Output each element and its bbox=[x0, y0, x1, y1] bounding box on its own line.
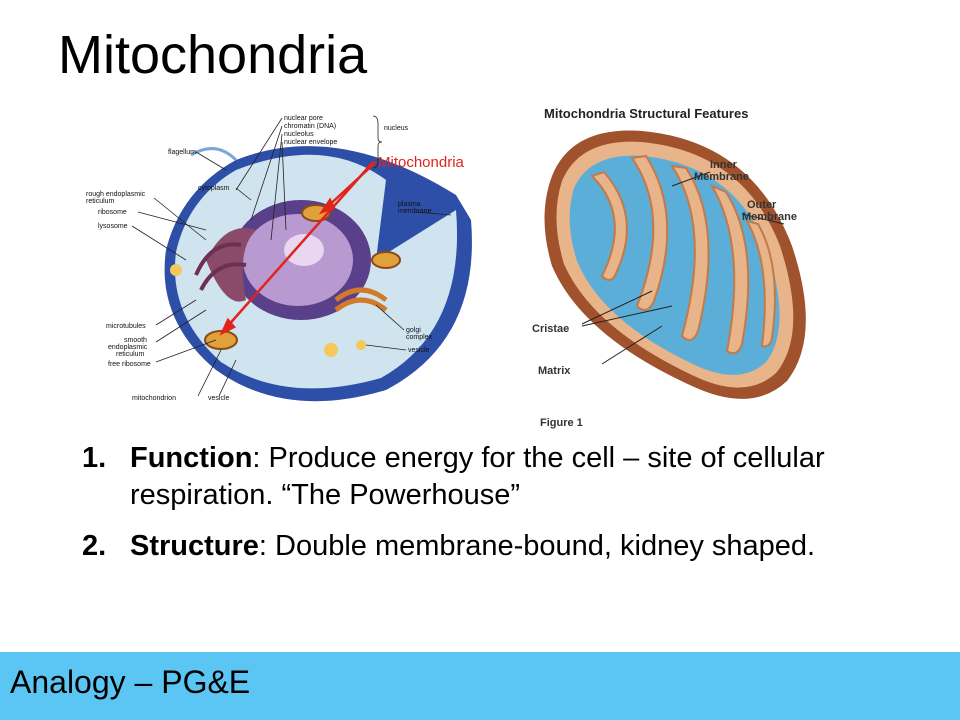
term-function: Function bbox=[130, 442, 253, 474]
label-ribosome: ribosome bbox=[98, 209, 127, 216]
label-outer-membrane: Membrane bbox=[742, 211, 797, 223]
animal-cell-figure: nuclear pore chromatin (DNA) nucleolus n… bbox=[86, 100, 516, 412]
function-text: : Produce energy for the cell – site of … bbox=[130, 442, 825, 511]
label-inner-membrane: Membrane bbox=[694, 171, 749, 183]
label-free-ribosome: free ribosome bbox=[108, 361, 151, 368]
analogy-text: Analogy – PG&E bbox=[10, 664, 251, 700]
label-lysosome: lysosome bbox=[98, 223, 128, 230]
label-rough-er-2: reticulum bbox=[86, 198, 115, 205]
slide-title: Mitochondria bbox=[58, 25, 368, 85]
label-inner: Inner bbox=[710, 159, 738, 171]
label-nuclear-envelope: nuclear envelope bbox=[284, 139, 337, 146]
mitochondria-callout-label: Mitochondria bbox=[378, 154, 464, 171]
label-mitochondrion: mitochondrion bbox=[132, 395, 176, 402]
label-golgi: golgi bbox=[406, 327, 421, 334]
animal-cell-illustration: nuclear pore chromatin (DNA) nucleolus n… bbox=[86, 115, 472, 402]
label-nucleolus: nucleolus bbox=[284, 131, 314, 138]
label-flagellum: flagellum bbox=[168, 149, 196, 156]
mitochondrion-illustration: Mitochondria Structural Features Inner M… bbox=[532, 106, 806, 429]
list-number: 2. bbox=[82, 530, 107, 562]
label-vesicle-bottom: vesicle bbox=[208, 395, 230, 402]
term-structure: Structure bbox=[130, 530, 259, 562]
label-vesicle-right: vesicle bbox=[408, 347, 430, 354]
label-rough-er: rough endoplasmic bbox=[86, 191, 146, 198]
label-cytoplasm: cytoplasm bbox=[198, 185, 230, 192]
label-microtubules: microtubules bbox=[106, 323, 146, 330]
list-item-structure: 2. Structure: Double membrane-bound, kid… bbox=[82, 528, 882, 565]
label-smooth: smooth bbox=[124, 337, 147, 344]
key-points-list: 1. Function: Produce energy for the cell… bbox=[82, 440, 882, 579]
label-nucleus: nucleus bbox=[384, 125, 409, 132]
label-plasma: plasma bbox=[398, 201, 421, 208]
label-nuclear-pore: nuclear pore bbox=[284, 115, 323, 122]
label-membrane: membrane bbox=[398, 208, 432, 215]
figure-caption: Figure 1 bbox=[540, 417, 583, 429]
footer-bar: Analogy – PG&E bbox=[0, 652, 960, 720]
label-reticulum: reticulum bbox=[116, 351, 145, 358]
label-cristae: Cristae bbox=[532, 323, 569, 335]
label-endoplasmic: endoplasmic bbox=[108, 344, 148, 351]
structure-text: : Double membrane-bound, kidney shaped. bbox=[258, 530, 816, 562]
label-outer: Outer bbox=[747, 199, 777, 211]
list-number: 1. bbox=[82, 442, 107, 474]
label-complex: complex bbox=[406, 334, 433, 341]
label-chromatin: chromatin (DNA) bbox=[284, 123, 336, 130]
figure-title: Mitochondria Structural Features bbox=[544, 106, 748, 121]
mitochondria-structure-figure: Mitochondria Structural Features Inner M… bbox=[522, 96, 822, 436]
label-matrix: Matrix bbox=[538, 365, 571, 377]
list-item-function: 1. Function: Produce energy for the cell… bbox=[82, 440, 882, 514]
